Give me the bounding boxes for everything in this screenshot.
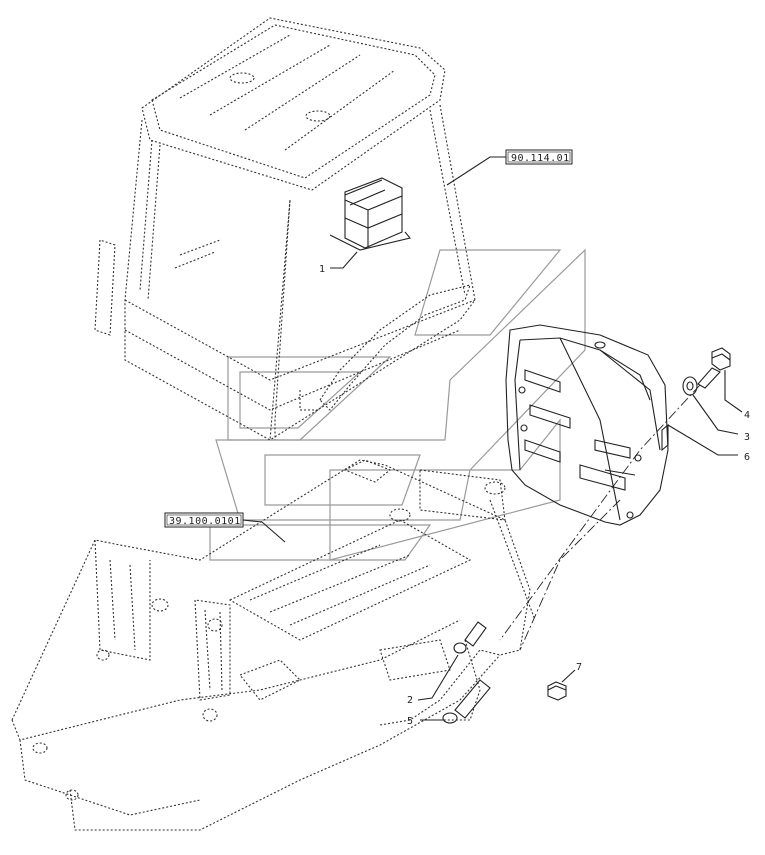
assembly-axis-lines	[499, 384, 701, 651]
chassis-frame	[11, 459, 536, 831]
leader-item-4	[724, 370, 743, 413]
bolt	[697, 347, 731, 389]
leader-item-6	[667, 424, 738, 456]
leader-item-7	[561, 669, 576, 683]
control-box	[329, 177, 411, 251]
callout-6: 6	[744, 452, 750, 463]
svg-text:90.114.01: 90.114.01	[511, 153, 570, 164]
callout-7: 7	[576, 662, 582, 673]
cab-outline	[94, 17, 476, 441]
pin-upper	[453, 621, 487, 654]
callout-2: 2	[407, 695, 413, 706]
leader-item-2	[417, 654, 459, 701]
counterweight	[505, 324, 669, 526]
pin-lower	[442, 679, 491, 724]
svg-text:39.100.0101: 39.100.0101	[169, 516, 241, 527]
reference-box-cab: 90.114.01	[505, 149, 573, 165]
nut	[547, 681, 567, 701]
callout-1: 1	[319, 264, 325, 275]
watermark-logo	[209, 248, 586, 561]
callout-3: 3	[744, 432, 750, 443]
washer	[682, 376, 698, 396]
callout-5: 5	[407, 716, 413, 727]
leader-frame-reference	[242, 519, 286, 543]
leader-cab-reference	[446, 156, 506, 186]
leader-item-1	[330, 251, 358, 269]
callout-4: 4	[744, 410, 750, 421]
leader-item-3	[692, 394, 739, 435]
reference-box-frame: 39.100.0101	[164, 512, 244, 528]
